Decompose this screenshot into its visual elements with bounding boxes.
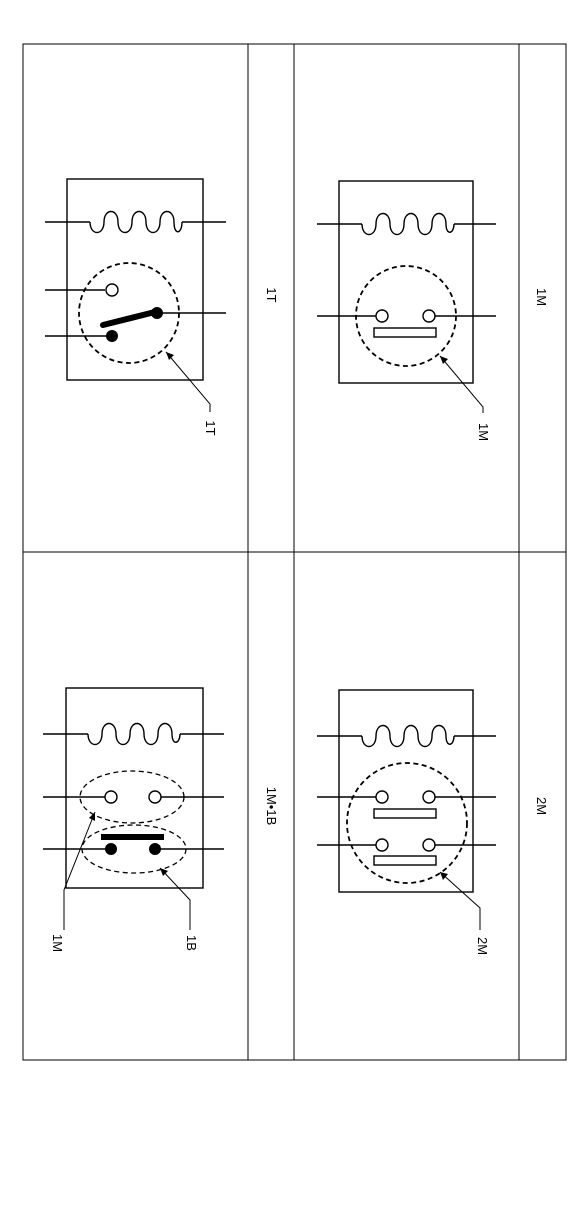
coil-symbol — [317, 724, 496, 748]
contact-point — [422, 790, 436, 804]
contact-point — [149, 843, 161, 855]
contact-point — [375, 838, 389, 852]
callout-leader — [63, 811, 96, 930]
coil-symbol — [43, 722, 224, 746]
contact-group-outline — [346, 762, 468, 884]
panel-caption: 1M•1B — [264, 787, 279, 826]
contact-point — [151, 307, 163, 319]
contact-point — [148, 790, 162, 804]
coil-symbol — [45, 210, 226, 234]
contact-point — [422, 838, 436, 852]
make-contact-lower — [317, 838, 496, 866]
contact-point — [105, 843, 117, 855]
make-contact — [43, 790, 224, 804]
panel-caption: 2M — [534, 797, 549, 815]
callout-label: 1T — [203, 420, 218, 435]
transfer-contact — [45, 283, 226, 342]
break-contact — [43, 834, 224, 855]
panel-1m-1b: 1M 1B 1M•1B — [43, 687, 279, 952]
callout-leader — [439, 355, 484, 413]
contact-bar — [101, 834, 164, 840]
callout-label: 1M — [476, 423, 491, 441]
make-contact-upper — [317, 790, 496, 819]
coil-symbol — [317, 212, 496, 236]
relay-case — [338, 180, 474, 384]
contact-bar — [373, 855, 437, 866]
contact-point — [422, 309, 436, 323]
callout-leader — [159, 867, 191, 930]
table-grid — [22, 43, 567, 1061]
callout-leader — [165, 351, 211, 412]
panel-2m: 2M 2M — [317, 689, 549, 955]
contact-point — [104, 790, 118, 804]
callout-label: 1M — [50, 934, 65, 952]
callout-leader — [439, 871, 481, 930]
contact-bar — [373, 808, 437, 819]
contact-blade — [100, 309, 158, 328]
callout-label: 2M — [475, 937, 490, 955]
callout-label: 1B — [184, 935, 199, 951]
panel-1t: 1T 1T — [45, 178, 279, 436]
relay-case — [66, 178, 204, 381]
contact-point — [375, 790, 389, 804]
panel-caption: 1M — [534, 288, 549, 306]
contact-point — [375, 309, 389, 323]
panel-caption: 1T — [264, 287, 279, 302]
relay-case — [338, 689, 474, 893]
contact-point — [106, 330, 118, 342]
panel-1m: 1M 1M — [317, 180, 549, 441]
relay-case — [65, 687, 204, 889]
contact-point — [105, 283, 119, 297]
make-contact — [317, 309, 496, 338]
contact-bar — [373, 327, 437, 338]
